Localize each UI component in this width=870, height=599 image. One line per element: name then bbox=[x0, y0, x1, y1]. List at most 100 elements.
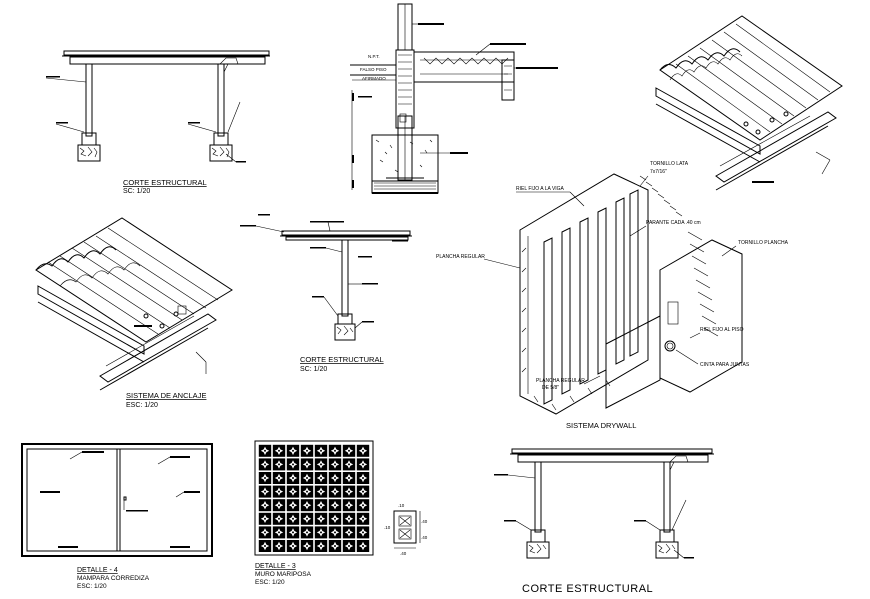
drywall-title: SISTEMA DRYWALL bbox=[566, 421, 636, 430]
tornillo-lata-label: TORNILLO LATA bbox=[650, 161, 689, 167]
corte-estructural-3: CORTE ESTRUCTURAL bbox=[494, 448, 714, 595]
lattice-center bbox=[348, 463, 350, 466]
dim-40a: .40 bbox=[421, 519, 428, 524]
corte1-title: CORTE ESTRUCTURAL bbox=[123, 178, 207, 187]
dim-10a: .10 bbox=[398, 503, 405, 508]
lattice-center bbox=[292, 504, 294, 507]
lattice-center bbox=[362, 463, 364, 466]
corte3-title: CORTE ESTRUCTURAL bbox=[522, 583, 653, 595]
iso-roof-detail-1 bbox=[655, 15, 843, 191]
corte2-scale: SC: 1/20 bbox=[300, 366, 327, 373]
sistema-drywall: TORNILLO LATA 7x7/16" RIEL FIJO A LA VIG… bbox=[436, 161, 789, 430]
tornillo-lata-size: 7x7/16" bbox=[650, 169, 667, 175]
lattice-center bbox=[264, 490, 266, 493]
afirmado-label: AFIRMADO bbox=[362, 76, 386, 81]
lattice-center bbox=[306, 463, 308, 466]
detalle4-title: DETALLE - 4 bbox=[77, 567, 118, 574]
lattice-center bbox=[334, 531, 336, 534]
lattice-center bbox=[334, 463, 336, 466]
lattice-center bbox=[278, 504, 280, 507]
lattice-center bbox=[264, 517, 266, 520]
lattice-center bbox=[292, 490, 294, 493]
lattice-center bbox=[306, 517, 308, 520]
dim-10b: .10 bbox=[384, 525, 391, 530]
lattice-center bbox=[334, 517, 336, 520]
lattice-center bbox=[320, 504, 322, 507]
lattice-center bbox=[292, 463, 294, 466]
lattice-center bbox=[264, 477, 266, 479]
lattice-center bbox=[278, 517, 280, 520]
mariposa-lattice bbox=[258, 444, 370, 552]
plancha-regular-2b-label: DE 5/8" bbox=[542, 385, 559, 391]
lattice-center bbox=[362, 545, 364, 547]
lattice-center bbox=[264, 531, 266, 534]
detalle-3-muro-mariposa: .40 .40 .40 .10 .10 DETALLE - 3 MURO MAR… bbox=[254, 440, 428, 586]
lattice-center bbox=[348, 490, 350, 493]
lattice-center bbox=[320, 463, 322, 466]
lattice-center bbox=[348, 504, 350, 507]
detalle3-scale: ESC: 1/20 bbox=[255, 579, 285, 586]
npt-label: N.P.T. bbox=[368, 54, 380, 59]
lattice-center bbox=[320, 545, 322, 547]
lattice-center bbox=[362, 531, 364, 534]
plancha-regular-2-label: PLANCHA REGULAR bbox=[536, 378, 585, 384]
lattice-center bbox=[278, 531, 280, 534]
lattice-center bbox=[278, 449, 280, 452]
lattice-center bbox=[292, 531, 294, 534]
detalle4-scale: ESC: 1/20 bbox=[77, 583, 107, 590]
lattice-center bbox=[348, 477, 350, 479]
lattice-center bbox=[292, 517, 294, 520]
dim-40c: .40 bbox=[400, 551, 407, 556]
lattice-center bbox=[278, 490, 280, 493]
lattice-center bbox=[278, 463, 280, 466]
lattice-center bbox=[320, 531, 322, 534]
lattice-center bbox=[348, 449, 350, 452]
lattice-center bbox=[320, 490, 322, 493]
lattice-center bbox=[278, 477, 280, 479]
falso-piso-label: FALSO PISO bbox=[360, 67, 387, 72]
sistema-de-anclaje: SISTEMA DE ANCLAJE ESC: 1/20 bbox=[35, 217, 233, 409]
anclaje-title: SISTEMA DE ANCLAJE bbox=[126, 391, 206, 400]
lattice-center bbox=[362, 449, 364, 452]
lattice-center bbox=[348, 531, 350, 534]
detalle-4-mampara: DETALLE - 4 MAMPARA CORREDIZA ESC: 1/20 bbox=[21, 443, 213, 590]
lattice-center bbox=[292, 545, 294, 547]
lattice-center bbox=[334, 545, 336, 547]
lattice-center bbox=[320, 477, 322, 479]
tornillo-plancha-label: TORNILLO PLANCHA bbox=[738, 240, 789, 246]
lattice-center bbox=[306, 490, 308, 493]
lattice-center bbox=[264, 504, 266, 507]
lattice-center bbox=[348, 517, 350, 520]
plancha-regular-label: PLANCHA REGULAR bbox=[436, 254, 485, 260]
lattice-center bbox=[306, 504, 308, 507]
riel-piso-label: RIEL FIJO AL PISO bbox=[700, 327, 744, 333]
lattice-center bbox=[320, 449, 322, 452]
lattice-center bbox=[278, 545, 280, 547]
corte-estructural-1: CORTE ESTRUCTURAL SC: 1/20 bbox=[45, 50, 270, 195]
corte-estructural-2: CORTE ESTRUCTURAL SC: 1/20 bbox=[240, 214, 412, 373]
parante-label: PARANTE CADA .40 cm bbox=[646, 220, 701, 226]
lattice-center bbox=[362, 517, 364, 520]
lattice-center bbox=[264, 545, 266, 547]
detalle3-title: DETALLE - 3 bbox=[255, 563, 296, 570]
lattice-center bbox=[264, 463, 266, 466]
riel-viga-label: RIEL FIJO A LA VIGA bbox=[516, 186, 565, 192]
detalle4-sub: MAMPARA CORREDIZA bbox=[77, 575, 150, 582]
lattice-center bbox=[292, 477, 294, 479]
dim-40b: .40 bbox=[421, 535, 428, 540]
lattice-center bbox=[334, 449, 336, 452]
lattice-center bbox=[362, 490, 364, 493]
lattice-center bbox=[334, 477, 336, 479]
lattice-center bbox=[306, 545, 308, 547]
lattice-center bbox=[306, 449, 308, 452]
cinta-juntas-label: CINTA PARA JUNTAS bbox=[700, 362, 750, 368]
lattice-center bbox=[306, 531, 308, 534]
lattice-center bbox=[292, 449, 294, 452]
lattice-center bbox=[306, 477, 308, 479]
lattice-center bbox=[362, 477, 364, 479]
lattice-center bbox=[334, 490, 336, 493]
lattice-center bbox=[362, 504, 364, 507]
lattice-center bbox=[348, 545, 350, 547]
corte1-scale: SC: 1/20 bbox=[123, 188, 150, 195]
